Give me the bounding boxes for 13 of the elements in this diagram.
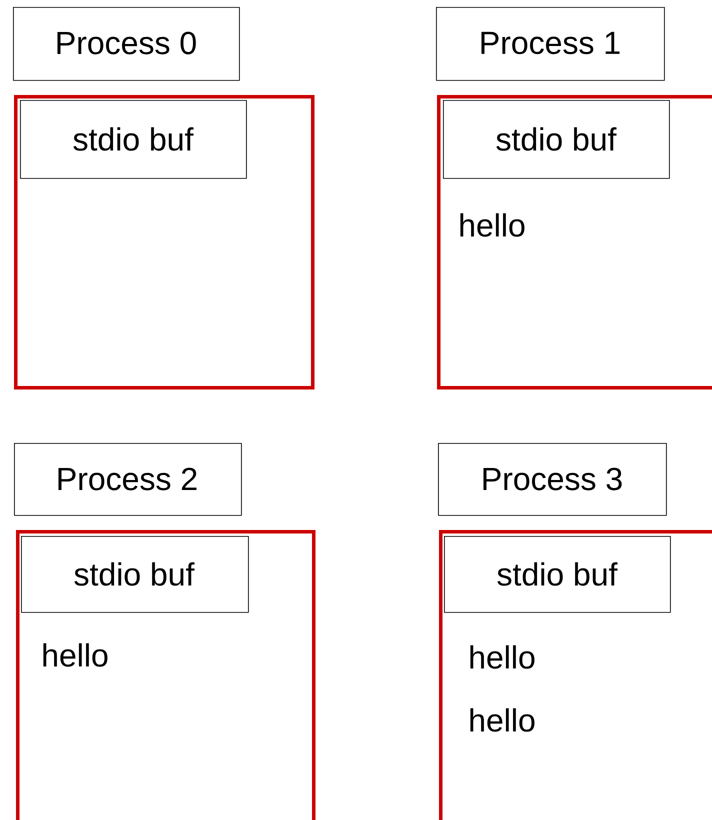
process-label-box: Process 3 bbox=[438, 443, 667, 516]
output-text: hello bbox=[43, 643, 108, 667]
buffer-box: stdio buf bbox=[444, 536, 671, 613]
buffer-box: stdio buf bbox=[20, 100, 247, 179]
process-memory-box bbox=[14, 95, 314, 390]
process-label-box: Process 0 bbox=[13, 7, 240, 81]
buffer-box: stdio buf bbox=[443, 100, 670, 179]
buffer-box: stdio buf bbox=[21, 536, 249, 613]
process-label-box: Process 2 bbox=[14, 443, 242, 516]
process-label-box: Process 1 bbox=[436, 7, 665, 81]
output-text: hello bbox=[470, 645, 534, 669]
output-text: hello bbox=[470, 708, 534, 732]
output-text: hello bbox=[460, 213, 524, 237]
